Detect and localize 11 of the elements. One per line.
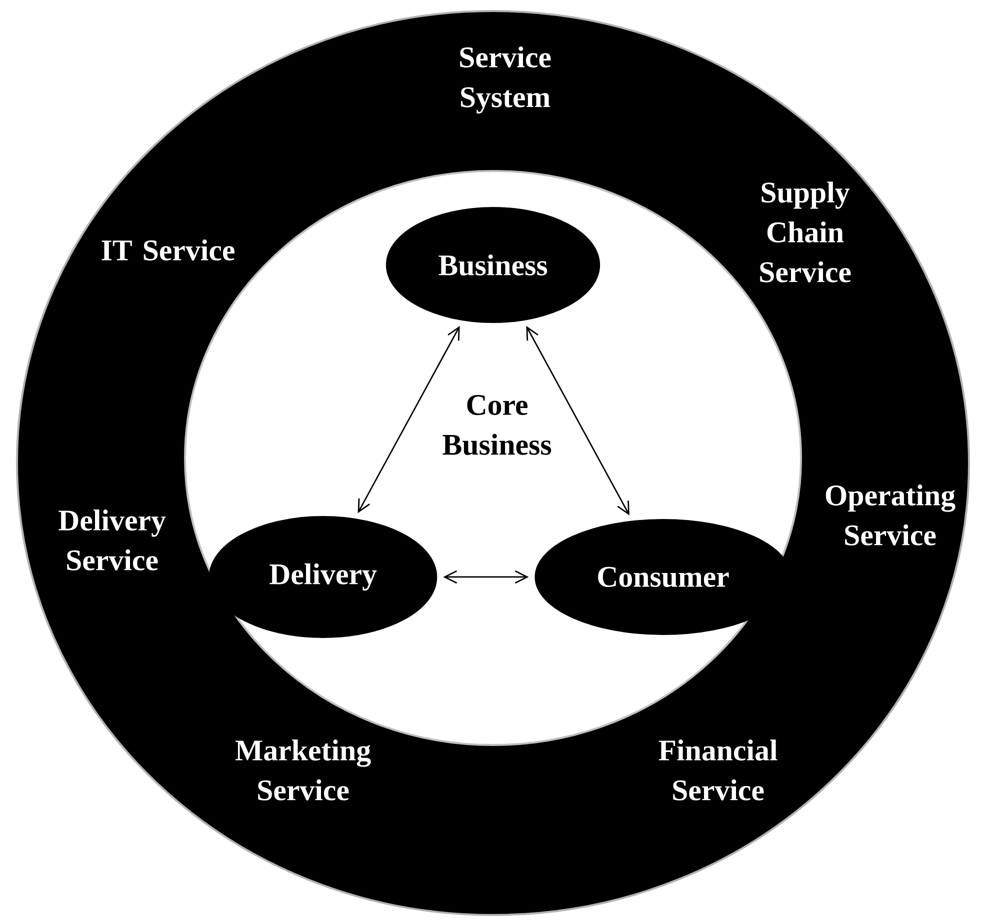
double-arrow xyxy=(358,326,460,514)
ring-title: Service System xyxy=(460,46,551,114)
service-label: Marketing Service xyxy=(235,740,371,800)
double-arrow xyxy=(526,326,630,516)
service-label: Operating Service xyxy=(826,484,956,546)
core-title: Core Business xyxy=(442,394,552,455)
service-label: Delivery Service xyxy=(58,510,166,570)
service-label: IT Service xyxy=(102,239,234,260)
double-arrow xyxy=(443,570,529,584)
service-label: Supply Chain Service xyxy=(760,182,851,282)
service-label: Financial Service xyxy=(658,740,778,800)
